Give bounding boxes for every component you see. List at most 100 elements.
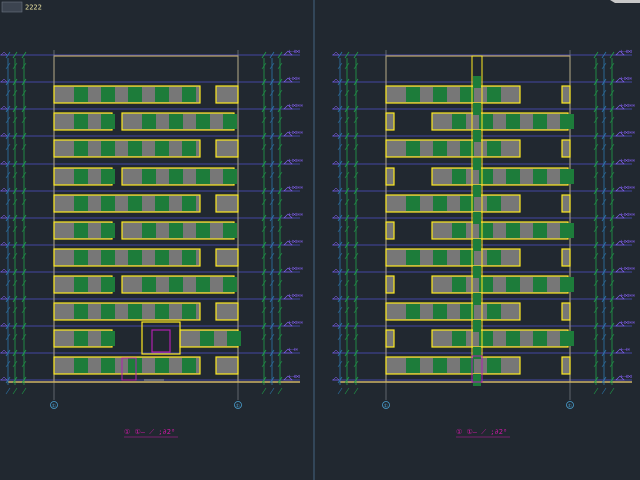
dimension-tick — [337, 143, 343, 151]
dimension-tick — [344, 143, 350, 151]
grid-bubble-label: ① — [384, 404, 389, 410]
dimension-tick — [21, 279, 27, 287]
window-mullion — [479, 223, 493, 238]
level-mark — [0, 241, 8, 246]
window-mullion — [128, 304, 142, 319]
window — [215, 139, 239, 158]
dimension-tick — [21, 132, 27, 140]
dimension-tick — [353, 387, 359, 395]
dimension-tick — [593, 322, 599, 330]
level-mark — [332, 132, 340, 137]
window-mullion — [223, 169, 237, 184]
level-mark — [332, 268, 340, 273]
dimension-tick — [337, 360, 343, 368]
window-mullion — [452, 114, 466, 129]
dimension-tick — [21, 89, 27, 97]
dimension-tick — [261, 279, 267, 287]
dimension-tick — [5, 62, 11, 70]
window-mullion — [196, 114, 210, 129]
dimension-tick — [337, 295, 343, 303]
window-mullion — [182, 250, 196, 265]
dimension-tick — [353, 225, 359, 233]
dimension-tick — [21, 187, 27, 195]
dimension-tick — [593, 198, 599, 206]
window-mullion — [460, 87, 474, 102]
dimension-tick — [609, 132, 615, 140]
dimension-tick — [12, 198, 18, 206]
dimension-tick — [344, 187, 350, 195]
window-mullion — [142, 223, 156, 238]
window-mullion — [506, 169, 520, 184]
elevation-drawing-right: ⊢⊣⋈⊢⋈∞⊢⋈∞∞⊢⋈∞∞⊢⋈∞∞⊢⋈∞∞⊢⋈∞∞⊢⋈∞∞⊢⋈∞∞⊢⋈∞∞⊢⋈… — [332, 49, 635, 438]
dimension-tick — [277, 225, 283, 233]
dimension-tick — [21, 360, 27, 368]
level-label: ⊢⋈∞∞ — [621, 266, 635, 272]
level-mark — [0, 51, 8, 56]
dimension-tick — [337, 225, 343, 233]
window-mullion — [533, 331, 547, 346]
dimension-tick — [12, 268, 18, 276]
dimension-tick — [277, 171, 283, 179]
dimension-tick — [353, 349, 359, 357]
level-label: ⊢⊣∞ — [621, 347, 630, 353]
window-mullion — [433, 358, 447, 373]
corner-mark — [610, 0, 640, 3]
dimension-tick — [12, 333, 18, 341]
dimension-tick — [601, 252, 607, 260]
dimension-tick — [609, 89, 615, 97]
window-mullion — [506, 223, 520, 238]
dimension-tick — [5, 143, 11, 151]
window-mullion — [74, 223, 88, 238]
dimension-tick — [261, 89, 267, 97]
dimension-tick — [261, 252, 267, 260]
layout-tab[interactable]: 2222 — [1, 1, 42, 13]
dimension-tick — [269, 279, 275, 287]
dimension-tick — [12, 160, 18, 168]
dimension-tick — [344, 105, 350, 113]
dimension-tick — [277, 187, 283, 195]
dimension-tick — [5, 214, 11, 222]
dimension-tick — [353, 62, 359, 70]
dimension-tick — [353, 51, 359, 59]
dimension-tick — [337, 62, 343, 70]
dimension-tick — [5, 306, 11, 314]
dimension-tick — [609, 252, 615, 260]
dimension-tick — [12, 62, 18, 70]
dimension-tick — [12, 89, 18, 97]
window — [385, 167, 395, 186]
dimension-tick — [609, 376, 615, 384]
window — [385, 275, 395, 294]
dimension-tick — [12, 187, 18, 195]
window-mullion — [460, 250, 474, 265]
level-mark — [0, 105, 8, 110]
dimension-tick — [269, 295, 275, 303]
level-mark — [332, 214, 340, 219]
dimension-tick — [277, 268, 283, 276]
window-mullion — [433, 141, 447, 156]
window-mullion — [128, 196, 142, 211]
dimension-tick — [353, 116, 359, 124]
dimension-tick — [21, 333, 27, 341]
dimension-tick — [593, 105, 599, 113]
dimension-tick — [593, 132, 599, 140]
dimension-tick — [337, 322, 343, 330]
dimension-tick — [277, 360, 283, 368]
dimension-tick — [277, 241, 283, 249]
dimension-tick — [277, 349, 283, 357]
window-mullion — [487, 141, 501, 156]
dimension-tick — [593, 360, 599, 368]
dimension-tick — [269, 349, 275, 357]
level-mark — [615, 131, 625, 137]
dimension-tick — [261, 295, 267, 303]
dimension-tick — [261, 322, 267, 330]
dimension-tick — [277, 295, 283, 303]
dimension-tick — [609, 105, 615, 113]
dimension-tick — [344, 268, 350, 276]
dimension-tick — [609, 198, 615, 206]
dimension-tick — [21, 306, 27, 314]
dimension-tick — [593, 187, 599, 195]
dimension-tick — [344, 279, 350, 287]
dimension-tick — [601, 78, 607, 86]
